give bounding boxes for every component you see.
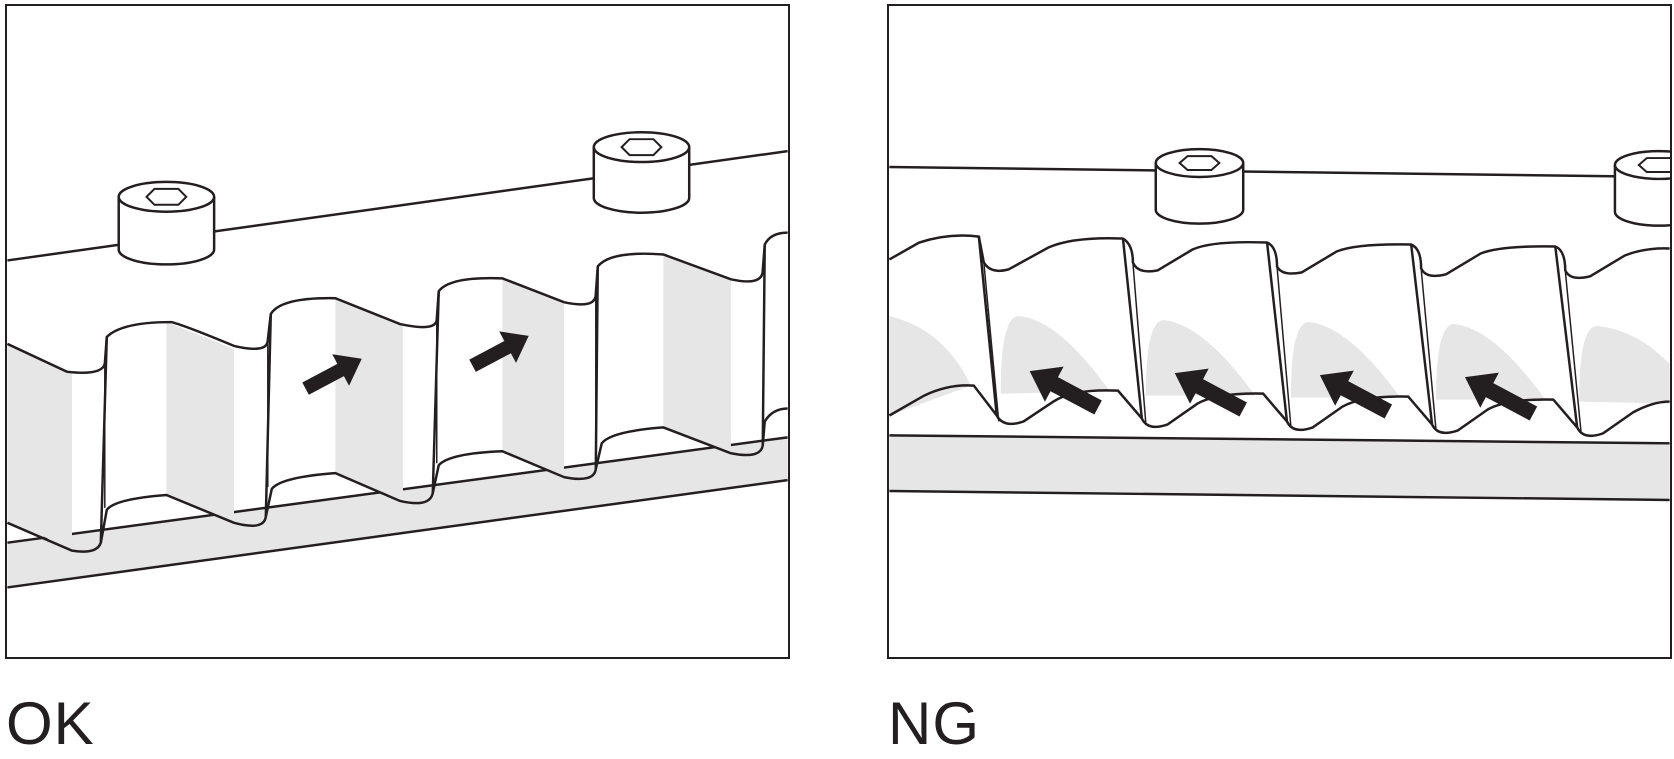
ng-bolt-1 bbox=[1154, 147, 1245, 225]
ng-illustration-panel bbox=[887, 4, 1672, 659]
ng-arrow-4 bbox=[1464, 372, 1538, 421]
ng-arrow-3 bbox=[1319, 370, 1393, 419]
ng-arrow-1 bbox=[1029, 366, 1102, 415]
ng-rail-line bbox=[889, 165, 1670, 179]
ng-label: NG bbox=[888, 690, 980, 757]
ng-base-strip bbox=[889, 435, 1670, 500]
ng-bolt-2 bbox=[1613, 149, 1670, 227]
ok-arrow-2 bbox=[469, 331, 529, 372]
ng-belt-teeth bbox=[889, 234, 1670, 438]
ok-bolt-2 bbox=[592, 130, 691, 214]
ok-arrow-1 bbox=[302, 354, 362, 395]
ok-bolt-1 bbox=[117, 180, 216, 266]
ok-illustration-panel bbox=[5, 4, 790, 659]
ok-belt-teeth bbox=[7, 231, 788, 553]
ng-arrow-2 bbox=[1174, 368, 1247, 417]
ng-belt-illustration bbox=[889, 147, 1670, 502]
ok-belt-illustration bbox=[7, 130, 788, 589]
ok-label: OK bbox=[6, 690, 95, 757]
